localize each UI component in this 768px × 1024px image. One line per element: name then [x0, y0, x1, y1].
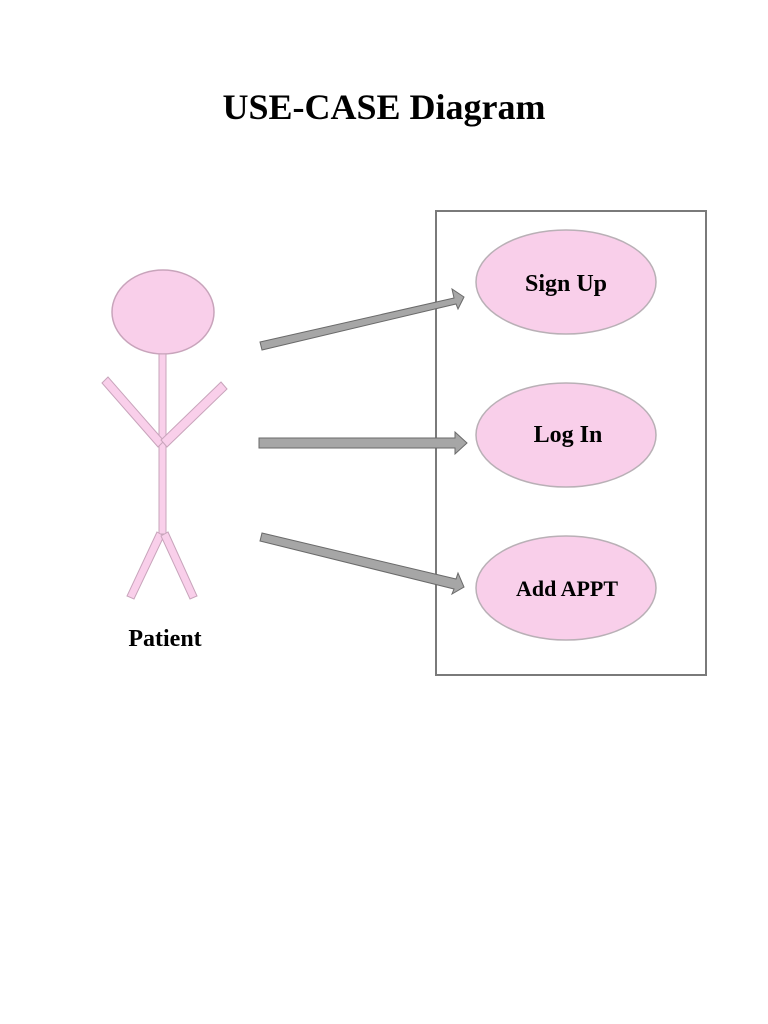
actor-right-leg [160, 531, 198, 600]
arrow-to-log-in [258, 430, 468, 456]
use-case-label: Sign Up [525, 271, 607, 297]
actor-left-arm [101, 376, 165, 448]
actor-left-leg [126, 531, 165, 600]
actor-patient [101, 269, 228, 600]
actor-right-arm [160, 381, 228, 448]
use-case-label: Log In [534, 422, 603, 448]
actor-head [111, 269, 215, 355]
actor-label: Patient [128, 626, 202, 652]
arrow-to-sign-up [259, 287, 465, 351]
diagram-title: USE-CASE Diagram [222, 87, 546, 127]
use-case-label: Add APPT [516, 576, 618, 601]
use-case-sign-up: Sign Up [475, 229, 657, 335]
use-case-ellipse [475, 382, 657, 488]
use-case-add-appt: Add APPT [475, 535, 657, 641]
use-case-log-in: Log In [475, 382, 657, 488]
use-case-ellipse [475, 229, 657, 335]
use-case-ellipse [475, 535, 657, 641]
arrow-to-add-appt [259, 532, 465, 596]
